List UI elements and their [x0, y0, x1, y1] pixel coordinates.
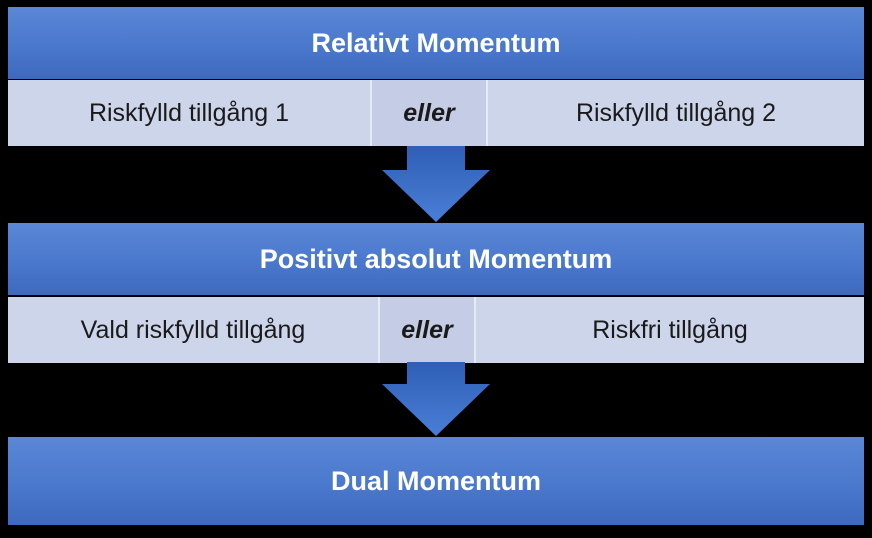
or-label-2: eller: [401, 315, 453, 344]
risky-asset-1-cell: Riskfylld tillgång 1: [8, 80, 370, 146]
selected-risky-asset-label: Vald riskfylld tillgång: [80, 315, 306, 344]
down-arrow-icon: [382, 146, 490, 222]
risky-asset-2-label: Riskfylld tillgång 2: [575, 98, 777, 127]
risky-asset-2-cell: Riskfylld tillgång 2: [488, 80, 864, 146]
or-cell: eller: [370, 80, 488, 146]
or-label: eller: [403, 98, 455, 127]
risk-free-asset-cell: Riskfri tillgång: [476, 297, 864, 363]
asset-selection-row: Vald riskfylld tillgång eller Riskfri ti…: [8, 297, 864, 363]
relative-momentum-header: Relativt Momentum: [8, 7, 864, 79]
risk-free-asset-label: Riskfri tillgång: [592, 315, 748, 344]
positive-absolute-momentum-label: Positivt absolut Momentum: [259, 243, 613, 274]
or-cell-2: eller: [378, 297, 476, 363]
selected-risky-asset-cell: Vald riskfylld tillgång: [8, 297, 378, 363]
asset-choice-row: Riskfylld tillgång 1 eller Riskfylld til…: [8, 80, 864, 146]
risky-asset-1-label: Riskfylld tillgång 1: [88, 98, 290, 127]
relative-momentum-label: Relativt Momentum: [311, 27, 561, 58]
positive-absolute-momentum-header: Positivt absolut Momentum: [8, 223, 864, 295]
dual-momentum-header: Dual Momentum: [8, 437, 864, 525]
down-arrow-icon-2: [382, 362, 490, 436]
dual-momentum-label: Dual Momentum: [330, 465, 541, 496]
